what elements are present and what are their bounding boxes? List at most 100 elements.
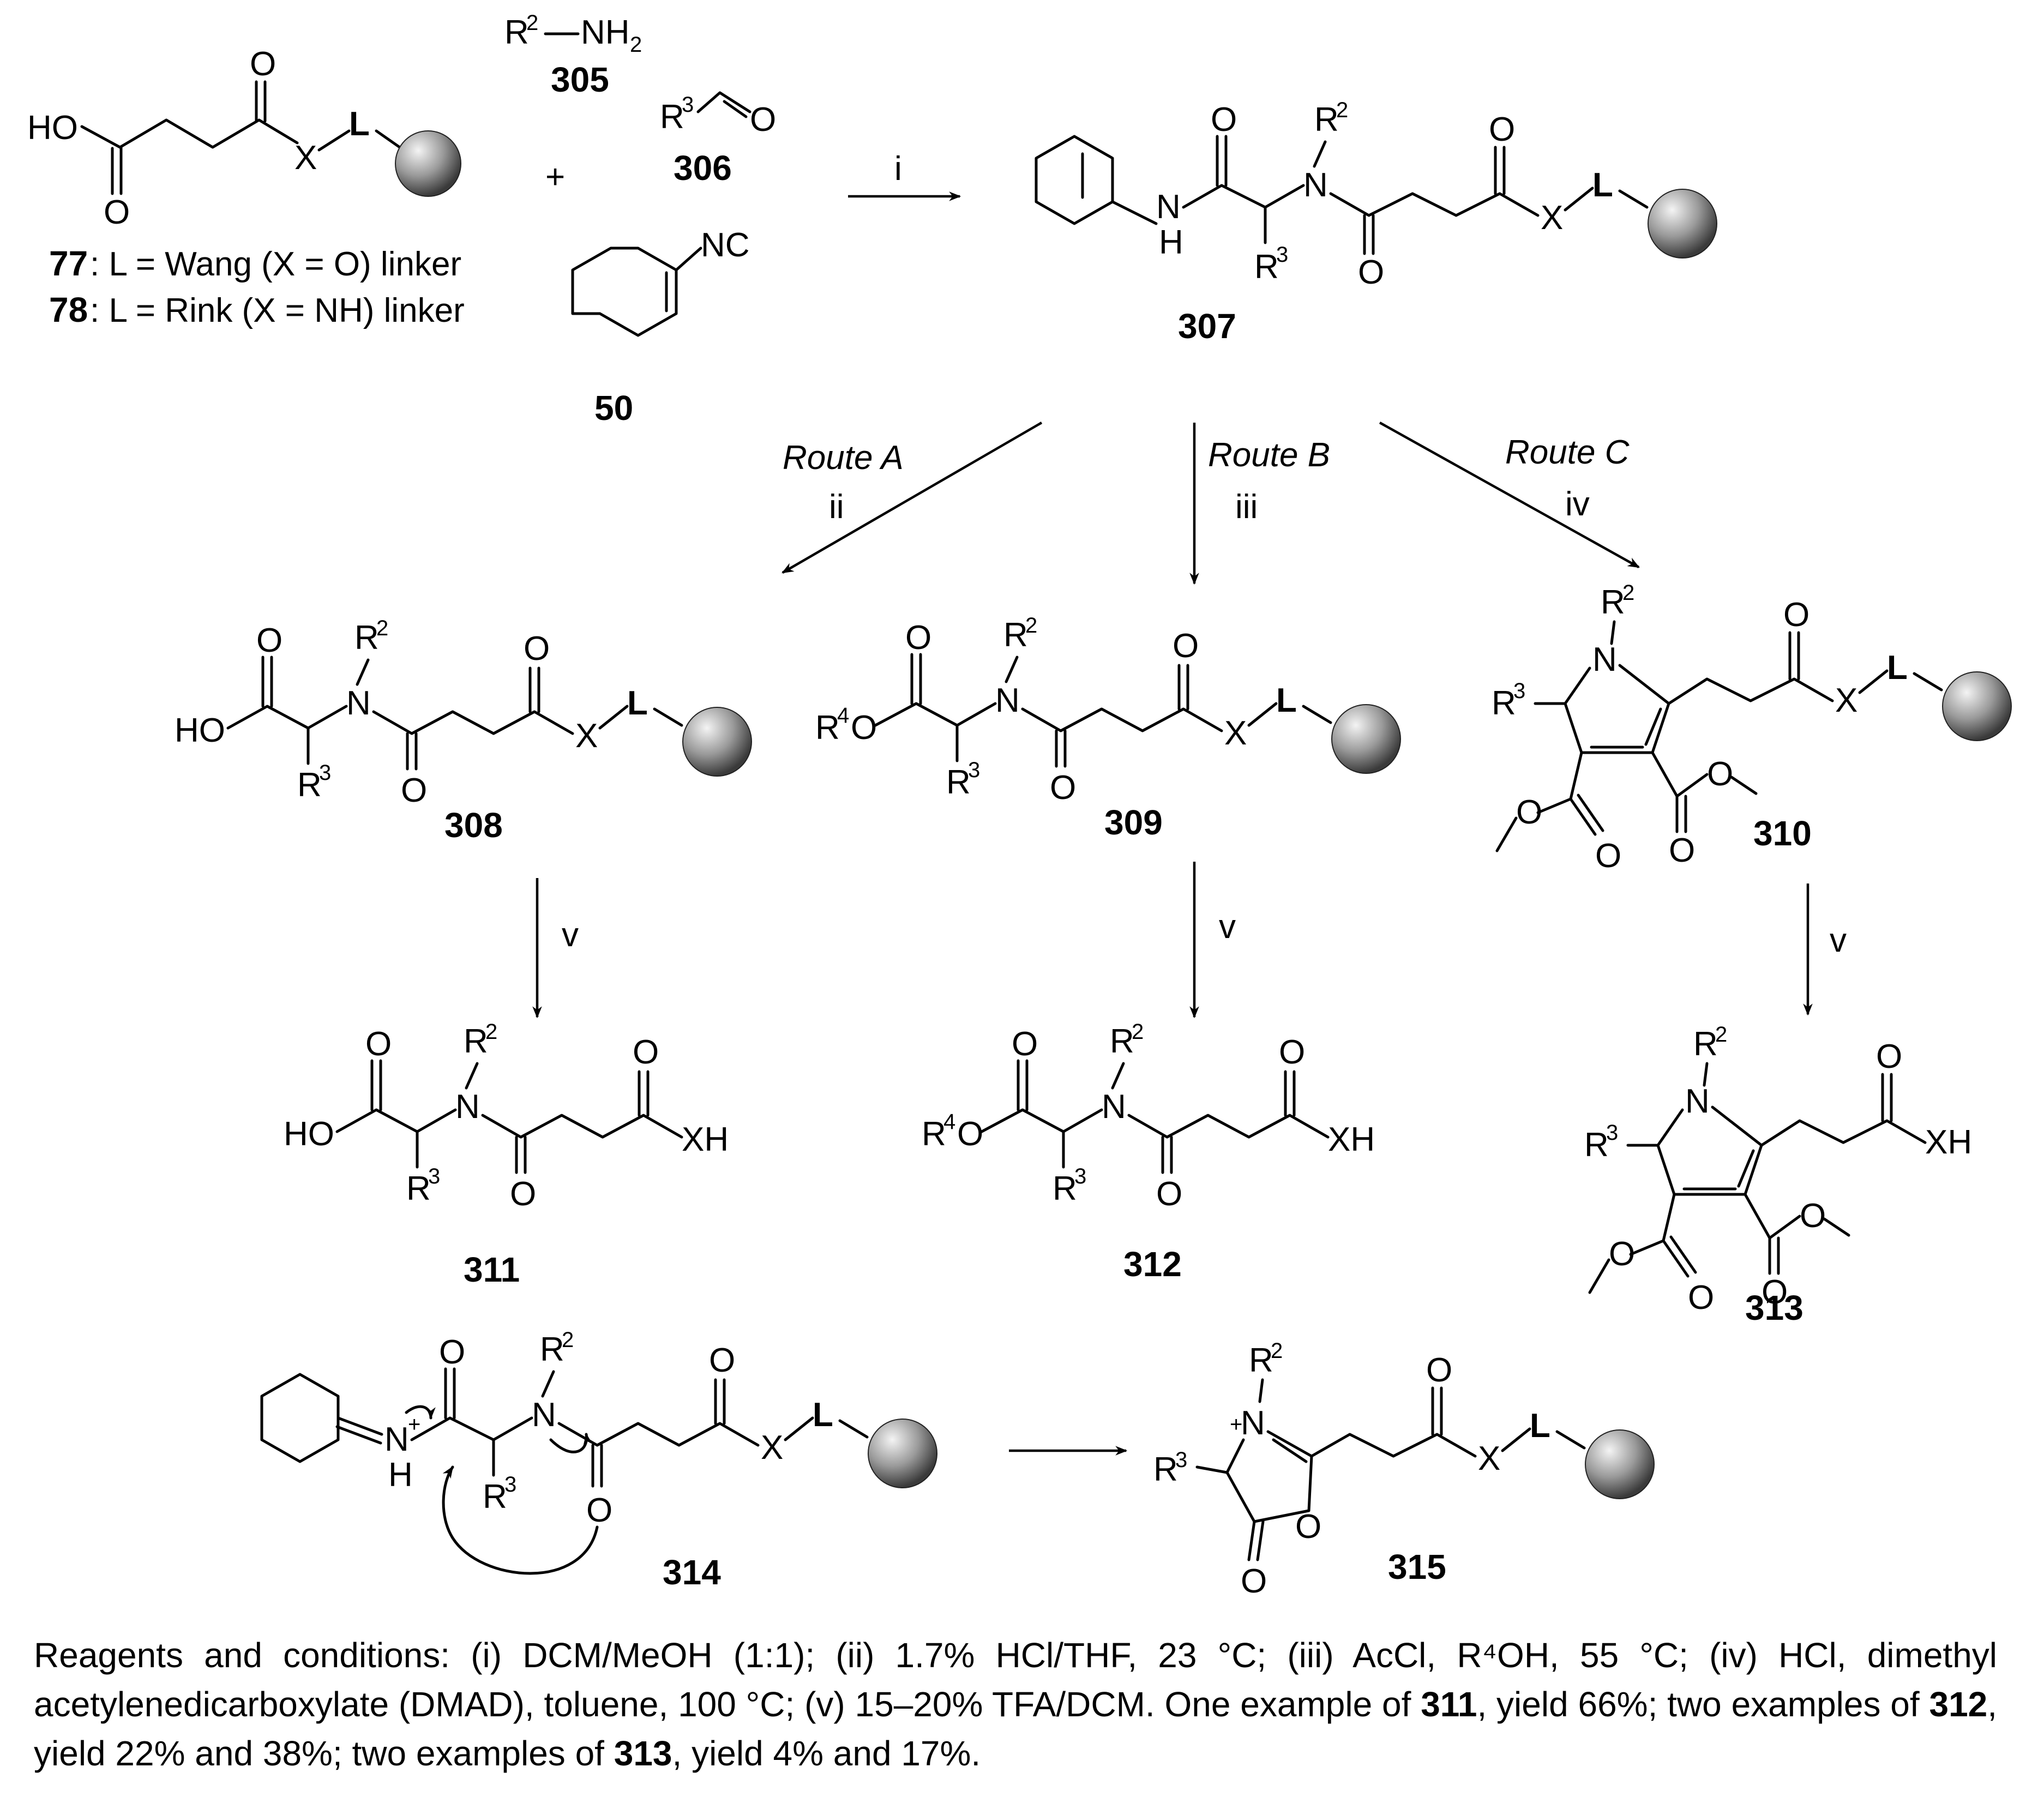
svg-text:O: O	[1173, 627, 1199, 665]
svg-text:2: 2	[526, 11, 538, 35]
svg-text:R: R	[1693, 1025, 1718, 1063]
svg-text:L: L	[349, 105, 370, 143]
svg-text:2: 2	[1336, 98, 1348, 122]
structure-306: R3 O	[660, 91, 776, 139]
svg-text:XH: XH	[1328, 1121, 1375, 1158]
svg-text:NH: NH	[581, 14, 630, 51]
label-315: 315	[1388, 1547, 1446, 1586]
svg-text:3: 3	[1175, 1448, 1187, 1472]
svg-text:HO: HO	[27, 109, 78, 147]
svg-text:3: 3	[1513, 679, 1525, 703]
svg-text:O: O	[1783, 596, 1809, 634]
svg-text:L: L	[813, 1396, 833, 1434]
label-step-ii: ii	[829, 488, 844, 526]
label-307: 307	[1178, 306, 1236, 346]
svg-text:X: X	[294, 139, 317, 177]
label-305: 305	[551, 60, 609, 99]
svg-text:X: X	[761, 1429, 783, 1467]
svg-text:N: N	[995, 682, 1020, 719]
label-309: 309	[1104, 803, 1163, 842]
svg-text:R: R	[1249, 1342, 1273, 1379]
note-77: : L = Wang (X = O) linker	[90, 245, 461, 283]
svg-text:O: O	[439, 1333, 465, 1371]
svg-text:N: N	[1102, 1088, 1126, 1126]
label-312: 312	[1123, 1245, 1182, 1284]
svg-text:2: 2	[1622, 581, 1634, 605]
svg-text:O: O	[1595, 837, 1621, 875]
svg-text:3: 3	[428, 1164, 440, 1188]
structure-307: N H O R3 N R2 O O X L	[1035, 98, 1717, 291]
svg-text:O: O	[1516, 794, 1542, 831]
label-step-v-c: v	[1830, 922, 1847, 959]
structure-309: R4 O O R3 N R2 O O X L	[815, 614, 1401, 807]
plus-sign: +	[545, 158, 565, 196]
svg-text:L: L	[1530, 1407, 1550, 1445]
svg-text:3: 3	[1276, 243, 1288, 267]
svg-text:X: X	[1835, 682, 1857, 719]
svg-text:O: O	[401, 772, 427, 809]
svg-text:3: 3	[968, 758, 980, 782]
svg-text:3: 3	[504, 1473, 516, 1497]
label-50: 50	[594, 388, 633, 428]
label-step-v-b: v	[1219, 908, 1236, 946]
label-step-v-a: v	[562, 916, 579, 954]
svg-text:O: O	[1688, 1279, 1714, 1317]
note-78: : L = Rink (X = NH) linker	[90, 292, 465, 329]
structure-312: R4 O O R3 N R2 O O XH	[922, 1020, 1375, 1213]
svg-text:R: R	[922, 1115, 946, 1153]
svg-text:O: O	[851, 709, 877, 747]
label-78: 78	[49, 290, 88, 329]
structure-77-78: HO O O X L	[27, 45, 461, 231]
svg-text:O: O	[256, 622, 282, 659]
svg-text:R: R	[297, 766, 322, 804]
arrow-route-c	[1379, 422, 1640, 568]
svg-text:O: O	[1211, 101, 1237, 139]
svg-text:R: R	[660, 98, 684, 136]
svg-text:N: N	[346, 684, 371, 722]
svg-text:R: R	[1601, 584, 1625, 621]
svg-text:N: N	[455, 1088, 480, 1126]
svg-text:R: R	[1254, 248, 1279, 286]
svg-text:O: O	[1050, 769, 1076, 807]
reagents-and-conditions: Reagents and conditions: (i) DCM/MeOH (1…	[34, 1631, 1997, 1778]
structure-308: HO O R3 N R2 O O X L	[175, 616, 752, 809]
structure-310: R2 N R3 O X L O O O O	[1492, 581, 2012, 875]
svg-text:O: O	[250, 45, 276, 83]
svg-text:R: R	[1110, 1023, 1134, 1060]
svg-text:O: O	[1800, 1197, 1826, 1235]
svg-text:R: R	[1003, 616, 1028, 654]
svg-text:3: 3	[1074, 1164, 1086, 1188]
structure-314: N + H O R3 N R2 O O X L	[260, 1328, 937, 1575]
svg-text:X: X	[1541, 199, 1563, 237]
structure-50: NC	[571, 226, 750, 337]
label-route-b: Route B	[1208, 436, 1330, 474]
svg-text:X: X	[1224, 714, 1247, 752]
label-306: 306	[674, 148, 732, 188]
svg-text:N: N	[1303, 166, 1328, 204]
svg-text:O: O	[510, 1175, 536, 1213]
svg-text:O: O	[104, 194, 130, 231]
svg-text:O: O	[1669, 832, 1695, 869]
svg-text:L: L	[627, 684, 648, 722]
svg-text:2: 2	[376, 616, 388, 640]
svg-text:2: 2	[485, 1020, 497, 1044]
svg-text:O: O	[750, 101, 776, 139]
svg-text:R: R	[540, 1331, 564, 1368]
svg-text:+: +	[1230, 1413, 1242, 1437]
svg-text:4: 4	[943, 1110, 955, 1134]
example-313-compound: 313	[614, 1734, 672, 1773]
svg-text:R: R	[406, 1170, 431, 1207]
svg-text:O: O	[1762, 1273, 1788, 1311]
conditions-text: Reagents and conditions: (i) DCM/MeOH (1…	[34, 1636, 1997, 1724]
svg-text:O: O	[1279, 1033, 1305, 1071]
svg-text:XH: XH	[682, 1121, 729, 1158]
svg-text:R: R	[1314, 101, 1339, 139]
structure-311: HO O R3 N R2 O O XH	[284, 1020, 729, 1213]
label-314: 314	[663, 1553, 721, 1592]
label-308: 308	[444, 806, 503, 845]
svg-text:3: 3	[319, 761, 331, 785]
svg-text:O: O	[709, 1342, 735, 1379]
svg-text:HO: HO	[175, 712, 225, 749]
svg-text:NC: NC	[701, 226, 750, 264]
svg-text:2: 2	[1271, 1339, 1283, 1363]
